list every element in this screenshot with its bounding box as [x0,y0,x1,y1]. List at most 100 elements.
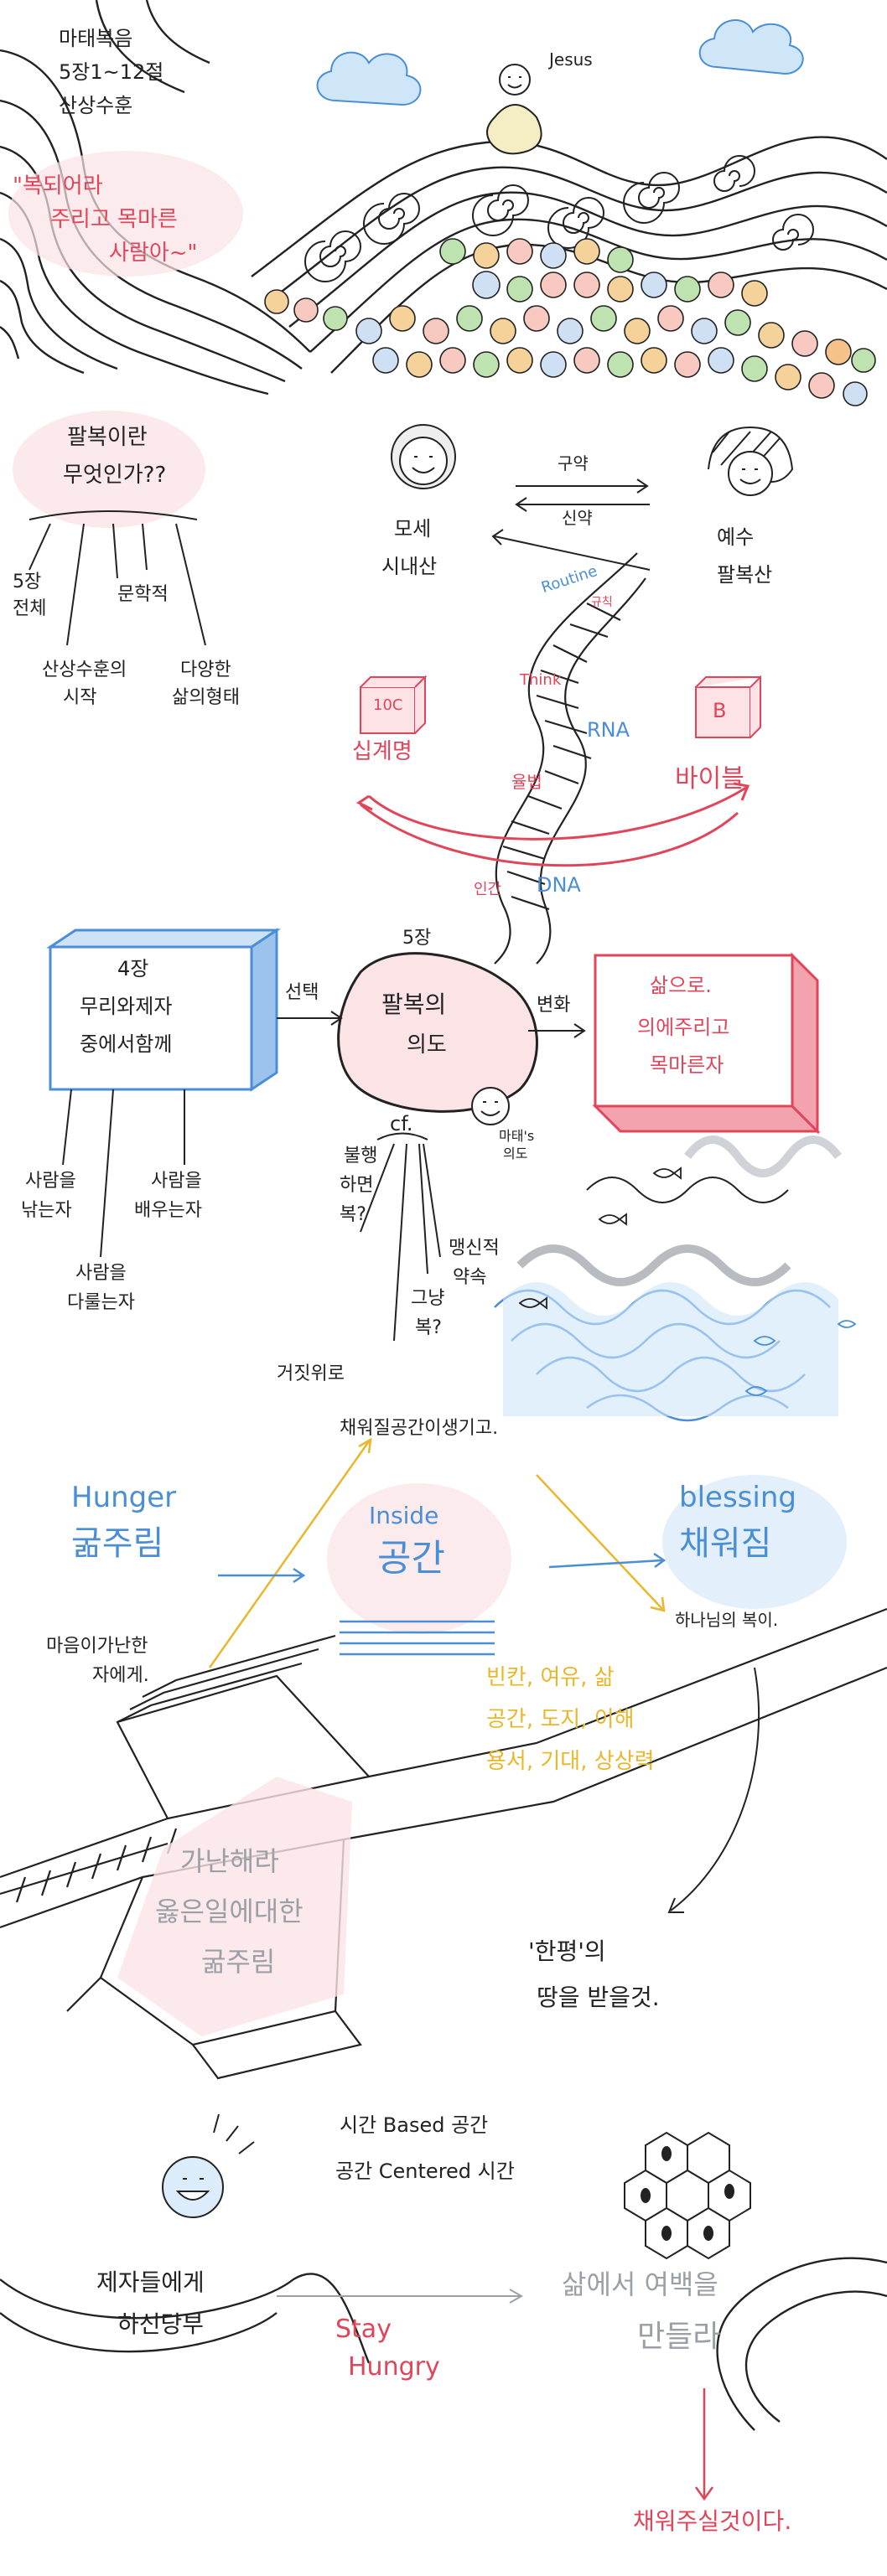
left-box-line-3: 중에서함께 [80,1032,173,1056]
red-down-arrow [694,2388,714,2501]
yellow-line-1: 빈칸, 여유, 삶 [486,1665,615,1690]
smiley-line-2: 의도 [503,1146,528,1161]
blessing-en: blessing [679,1481,796,1514]
chapter5-label: 5장 [402,928,432,949]
quote-line-3: 사람아~" [109,241,198,266]
road-line-1: 가난해라 [180,1845,279,1877]
quote-line-2: 주리고 목마른 [50,207,178,232]
left-box-line-1: 4장 [117,957,149,980]
conclusion-line-1: '한평'의 [528,1937,606,1965]
margin-line-2: 만들라 [637,2320,721,2354]
left-box-line-2: 무리와제자 [80,995,173,1018]
helix-law: 율법 [511,772,542,792]
left-branch-2-line-1: 사람을 [151,1171,202,1192]
cloud-right-icon [698,19,804,75]
jesus-label: Jesus [549,49,593,70]
blessing-sub: 하나님의 복이. [675,1610,779,1630]
inside-ko: 공간 [377,1537,445,1580]
rna-label: RNA [587,718,630,742]
jesus-line-1: 예수 [717,525,755,549]
cf-branch-1-line-3: 복? [340,1204,366,1225]
cf-branch-2-line-1: 그냥 [411,1288,445,1309]
red-box [592,952,821,1135]
ten-commandments-label: 십계명 [352,739,412,764]
margin-line-1: 삶에서 여백을 [562,2268,718,2300]
left-branch-3-line-1: 사람을 [75,1263,127,1284]
hunger-en: Hunger [71,1481,177,1514]
left-branch-3-line-2: 다룰는자 [67,1292,135,1313]
cloud-left-icon [316,51,422,106]
blue-arrows [218,1552,667,1584]
covenant-arrows [491,478,651,571]
passage-title-line-3: 산상수훈 [59,94,133,117]
yellow-arrows [208,1437,666,1668]
question-line-2: 무엇인가?? [63,463,167,488]
road-line-2: 옳은일에대한 [155,1896,303,1927]
yellow-line-2: 공간, 도지, 이해 [486,1707,635,1732]
helix-think: Think [520,671,562,689]
crowd-heads [264,238,876,406]
smiley-icon [471,1087,510,1125]
yellow-line-3: 용서, 기대, 상상력 [486,1749,655,1774]
center-line-1: 팔복의 [381,991,447,1018]
road-pink-patch [117,1777,352,2036]
cf-branch-4: 거짓위로 [277,1363,345,1384]
question-branches [29,510,206,646]
jesus-line-2: 팔복산 [717,563,773,587]
honeycomb-icon [624,2131,751,2260]
cf-label: cf. [390,1112,413,1135]
road-line-3: 굶주림 [201,1946,276,1978]
branch-chapter5-line-1: 5장 [13,572,42,592]
smile-sun-icon [162,2113,255,2218]
left-branch-1-line-2: 낚는자 [21,1200,72,1221]
dna-helix [494,552,646,965]
final-promise: 채워주실것이다. [633,2507,792,2535]
center-blob [337,952,538,1113]
old-testament-label: 구약 [558,453,589,473]
stay-line-1: Stay [335,2315,392,2344]
blessing-ko: 채워짐 [679,1524,772,1563]
passage-title-line-2: 5장1~12절 [59,60,164,84]
time-space-line-1: 시간 Based 공간 [340,2113,489,2137]
dna-label: DNA [537,873,581,897]
branch-sermon-line-2: 시작 [63,687,97,708]
cf-branches [360,1132,441,1342]
new-testament-label: 신약 [562,508,593,528]
right-box-line-2: 의에주리고 [637,1016,730,1039]
stay-line-2: Hungry [348,2352,440,2382]
space-highlight [327,1475,847,1634]
smiley-line-1: 마태's [499,1128,535,1144]
book-left-mark: 10C [373,696,403,714]
question-highlight [13,411,205,528]
left-branch-2-line-2: 배우는자 [134,1200,202,1221]
branch-chapter5-line-2: 전체 [13,598,47,619]
branch-life-line-1: 다양한 [180,660,231,680]
bible-label: 바이블 [675,764,744,794]
conclusion-line-2: 땅을 받을것. [537,1984,660,2011]
blue-box-branches [62,1089,185,1258]
section3-arrows [277,1011,586,1038]
spiral-swirls [304,155,814,282]
red-cycle-arrows [356,782,750,867]
blue-box [46,928,281,1092]
red-books [360,675,761,738]
pink-quote-highlight [8,151,243,277]
quote-line-1: "복되어라 [13,173,103,199]
book-right-mark: B [713,699,727,722]
cf-branch-3-line-2: 약속 [453,1267,487,1288]
moses-line-1: 모세 [394,517,432,541]
center-line-2: 의도 [407,1032,447,1058]
hunger-sub-line-2: 자에게. [92,1665,149,1686]
hunger-ko: 굶주림 [71,1524,164,1563]
branch-life-line-2: 삶의형태 [172,687,240,708]
right-box-line-3: 목마른자 [650,1053,724,1077]
cf-branch-1-line-1: 불행 [344,1146,378,1166]
bottom-river-lines [0,2257,887,2431]
disciples-line-2: 하신당부 [117,2310,205,2338]
moses-face-icon [391,424,456,489]
passage-title-line-1: 마태복음 [59,27,133,50]
right-box-line-1: 삶으로. [650,974,712,997]
jesus-figure-icon [486,64,542,155]
jesus-face-icon [708,426,794,496]
